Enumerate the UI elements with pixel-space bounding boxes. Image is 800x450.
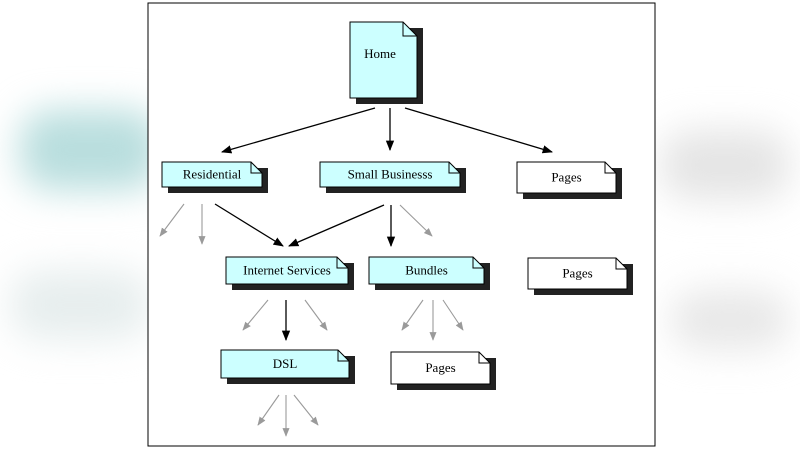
node-label: Bundles [405,263,448,278]
edge-dsl-to-child [293,394,319,426]
edge-residential-to-internet-services [214,203,284,247]
node-pages-1: Pages [516,161,622,199]
page-shape [161,161,263,188]
node-home: Home [349,21,423,104]
node-small-business: Small Businesss [319,161,466,193]
node-label: Home [364,46,396,61]
background-blur-right [660,130,790,200]
page-shape [516,161,617,194]
background-blur-right-low [670,290,790,350]
page-shape [368,256,485,285]
node-internet-services: Internet Services [225,256,354,290]
page-fold [337,350,349,362]
node-label: Pages [425,360,455,375]
node-label: Pages [562,266,592,281]
page-fold [402,22,417,37]
page-fold [336,257,348,269]
page-shape [527,257,628,290]
node-pages-3: Pages [390,351,496,390]
page-fold [478,352,490,364]
page-fold [472,257,484,269]
node-label: Small Businesss [348,167,433,182]
node-label: Pages [551,170,581,185]
node-residential: Residential [161,161,268,193]
edge-dsl-to-child [257,394,280,426]
edges-layer [159,107,553,437]
edge-bundles-to-child [442,299,464,331]
page-shape [390,351,491,385]
background-blur-left [20,110,160,190]
edge-small-business-to-child [399,204,433,237]
node-label: Residential [183,167,242,182]
node-label: DSL [273,356,298,371]
page-shape [220,349,350,379]
edge-internet-services-to-child [242,299,269,331]
node-pages-2: Pages [527,257,633,295]
node-dsl: DSL [220,349,355,384]
node-label: Internet Services [243,263,331,278]
node-bundles: Bundles [368,256,490,290]
edge-internet-services-to-child [304,299,328,331]
page-fold [604,162,616,174]
background-blur-left-low [10,270,150,340]
edge-home-to-pages-1 [404,107,553,154]
page-shape [319,161,461,188]
edge-residential-to-child [159,203,185,237]
page-fold [250,162,262,174]
page-shape [349,21,418,99]
page-fold [615,258,627,270]
edge-home-to-residential [221,107,376,154]
page-shape [225,256,349,285]
edge-bundles-to-child [401,299,424,331]
edge-small-business-to-internet-services [288,204,385,247]
page-fold [448,162,460,174]
